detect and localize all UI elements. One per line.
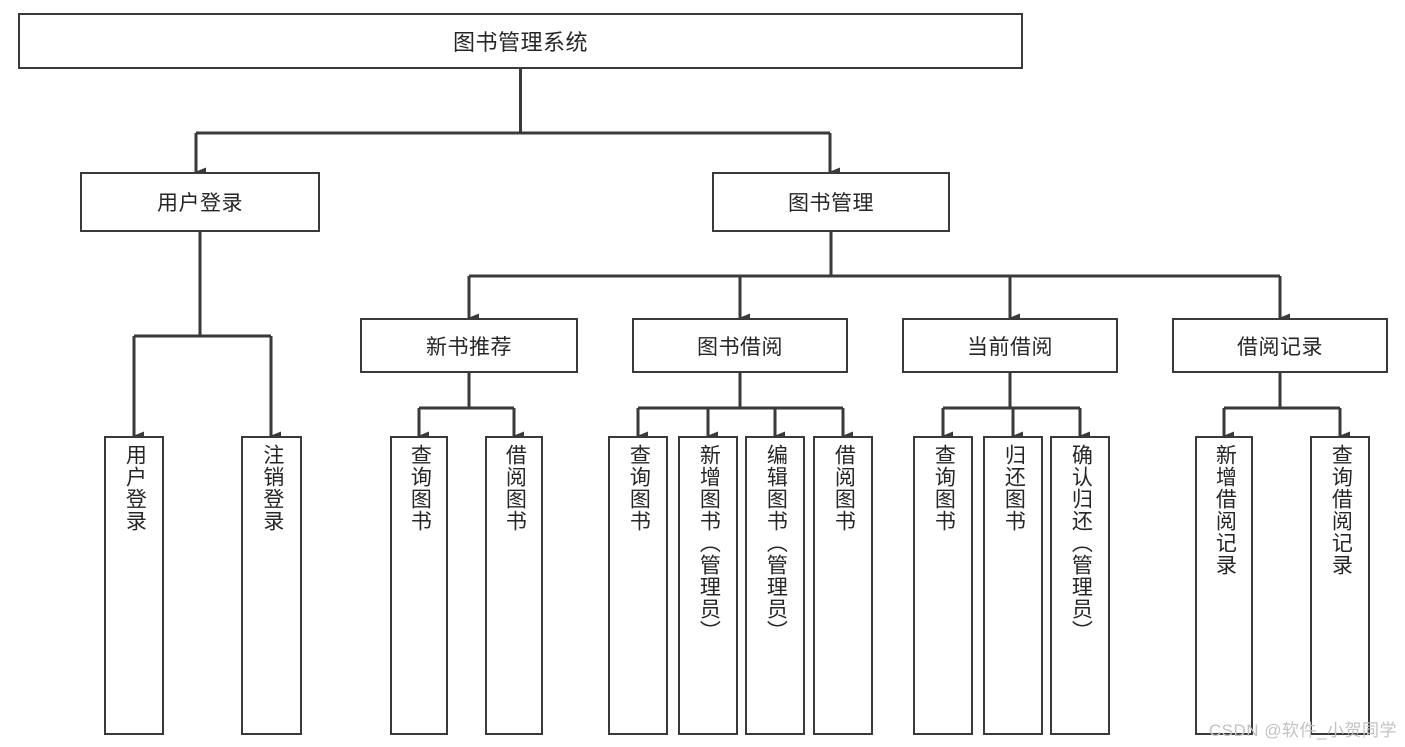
node-current-borrow[interactable]: 当前借阅: [902, 318, 1118, 373]
node-leaf-confirm-return[interactable]: 确认归还（管理员）: [1050, 436, 1110, 735]
node-label-leaf-user-login: 用户登录: [123, 444, 147, 532]
node-label-book-borrow: 图书借阅: [697, 335, 783, 359]
node-leaf-query-book-current[interactable]: 查询图书: [913, 436, 973, 735]
node-book-borrow[interactable]: 图书借阅: [632, 318, 848, 373]
node-label-book-manage: 图书管理: [788, 192, 874, 215]
node-leaf-add-borrow-record[interactable]: 新增借阅记录: [1195, 436, 1253, 735]
node-label-leaf-add-borrow-record: 新增借阅记录: [1213, 444, 1237, 576]
node-label-leaf-query-book-new: 查询图书: [408, 444, 432, 532]
node-label-leaf-query-book-current: 查询图书: [932, 444, 956, 532]
node-leaf-logout-login[interactable]: 注销登录: [241, 436, 302, 735]
node-leaf-query-book-new[interactable]: 查询图书: [390, 436, 448, 735]
node-leaf-return-book[interactable]: 归还图书: [983, 436, 1043, 735]
node-root[interactable]: 图书管理系统: [18, 13, 1023, 69]
csdn-watermark: CSDN @软件_小贺同学: [1208, 721, 1397, 740]
node-leaf-user-login[interactable]: 用户登录: [104, 436, 164, 735]
node-label-root: 图书管理系统: [452, 30, 588, 55]
node-label-user-login: 用户登录: [157, 192, 243, 215]
node-label-leaf-edit-book-admin: 编辑图书（管理员）: [764, 444, 788, 642]
node-label-leaf-borrow-book-new: 借阅图书: [503, 444, 527, 532]
node-label-leaf-confirm-return: 确认归还（管理员）: [1069, 444, 1093, 642]
node-label-leaf-add-book-admin: 新增图书（管理员）: [697, 444, 721, 642]
node-label-leaf-logout-login: 注销登录: [260, 444, 284, 532]
node-leaf-borrow-book-new[interactable]: 借阅图书: [485, 436, 543, 735]
node-leaf-query-book-borrow[interactable]: 查询图书: [608, 436, 668, 735]
node-label-new-book-recommend: 新书推荐: [426, 335, 512, 359]
node-new-book-recommend[interactable]: 新书推荐: [360, 318, 578, 373]
node-label-borrow-record: 借阅记录: [1237, 335, 1323, 359]
node-leaf-edit-book-admin[interactable]: 编辑图书（管理员）: [745, 436, 805, 735]
node-leaf-query-borrow-record[interactable]: 查询借阅记录: [1310, 436, 1370, 735]
node-label-leaf-return-book: 归还图书: [1002, 444, 1026, 532]
node-label-current-borrow: 当前借阅: [967, 335, 1053, 359]
node-label-leaf-query-borrow-record: 查询借阅记录: [1329, 444, 1353, 576]
node-borrow-record[interactable]: 借阅记录: [1172, 318, 1388, 373]
node-leaf-borrow-book[interactable]: 借阅图书: [813, 436, 873, 735]
node-book-manage[interactable]: 图书管理: [712, 172, 950, 232]
node-leaf-add-book-admin[interactable]: 新增图书（管理员）: [678, 436, 738, 735]
node-label-leaf-query-book-borrow: 查询图书: [627, 444, 651, 532]
node-label-leaf-borrow-book: 借阅图书: [832, 444, 856, 532]
node-user-login[interactable]: 用户登录: [80, 172, 320, 232]
